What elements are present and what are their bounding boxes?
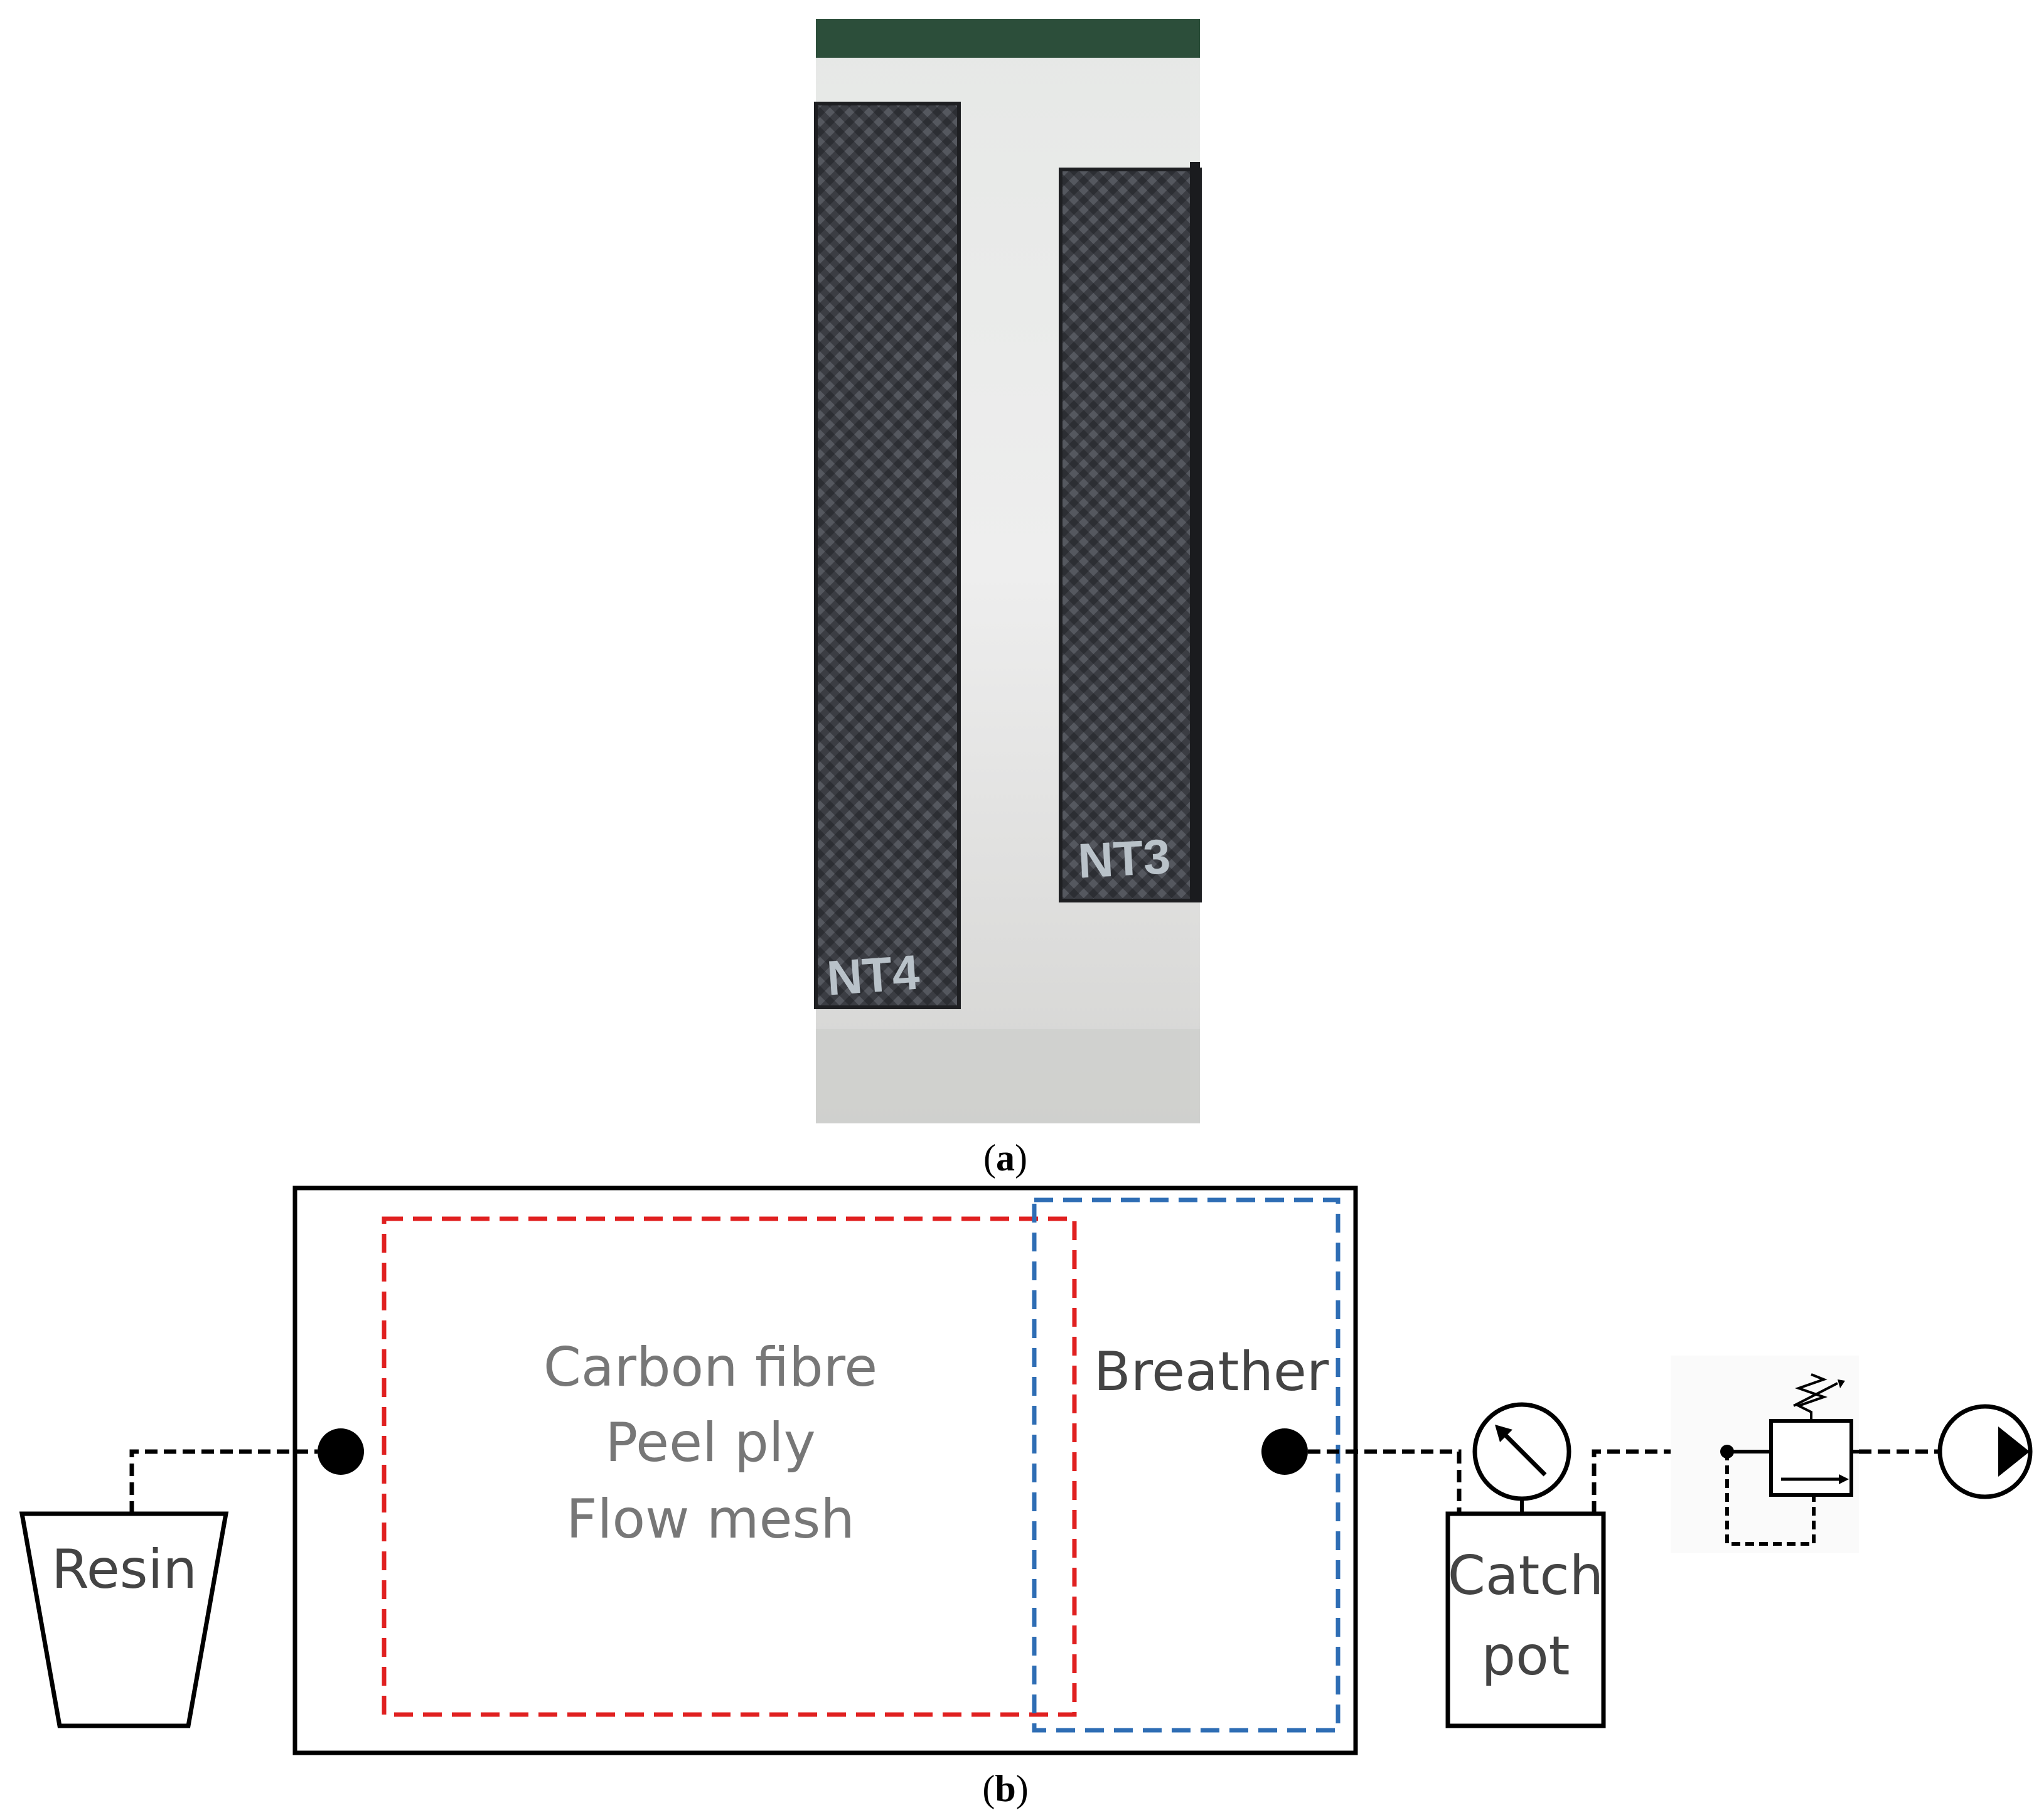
catch-pot-label-line2: pot: [1482, 1625, 1570, 1688]
vacuum-bag-outline: [292, 1186, 1358, 1755]
caption-b: (b): [982, 1768, 1028, 1809]
caption-a: (a): [983, 1137, 1027, 1179]
sample-strip-nt4: NT4: [814, 102, 961, 1009]
layup-label-peel-ply: Peel ply: [605, 1411, 815, 1474]
caption-a-letter: a: [996, 1137, 1015, 1179]
sample-photo: NT4 NT3: [814, 19, 1202, 1123]
resin-inlet-port: [318, 1428, 364, 1475]
breather-region: [1032, 1197, 1341, 1733]
catch-pot: Catch pot: [1445, 1511, 1606, 1728]
resin-feed-line: [129, 1449, 318, 1514]
panel-b: Carbon fibre Peel ply Flow mesh Breather…: [19, 1186, 2033, 1809]
layup-region: [382, 1216, 1077, 1717]
pressure-gauge-icon: [1472, 1402, 1571, 1514]
sample-strip-nt3: NT3: [1059, 162, 1202, 902]
vacuum-pump-icon: [1937, 1404, 2033, 1499]
sample-label-nt4: NT4: [825, 945, 921, 1006]
vacuum-outlet-port: [1261, 1428, 1308, 1475]
resin-label: Resin: [51, 1538, 197, 1601]
catch-pot-label-line1: Catch: [1448, 1544, 1603, 1607]
caption-b-letter: b: [995, 1768, 1015, 1809]
pressure-regulator-icon: [1671, 1356, 1859, 1553]
layup-label-flow-mesh: Flow mesh: [566, 1488, 855, 1551]
resin-pot: Resin: [19, 1511, 229, 1728]
photo-top-band: [816, 19, 1200, 58]
sample-label-nt3: NT3: [1076, 828, 1172, 889]
layup-label-carbon-fibre: Carbon fibre: [543, 1336, 877, 1399]
photo-bottom-shadow: [816, 1029, 1200, 1123]
panel-a: NT4 NT3 (a): [814, 19, 1202, 1179]
breather-label: Breather: [1094, 1341, 1329, 1403]
vacuum-line-to-catch-pot: [1308, 1449, 1462, 1514]
